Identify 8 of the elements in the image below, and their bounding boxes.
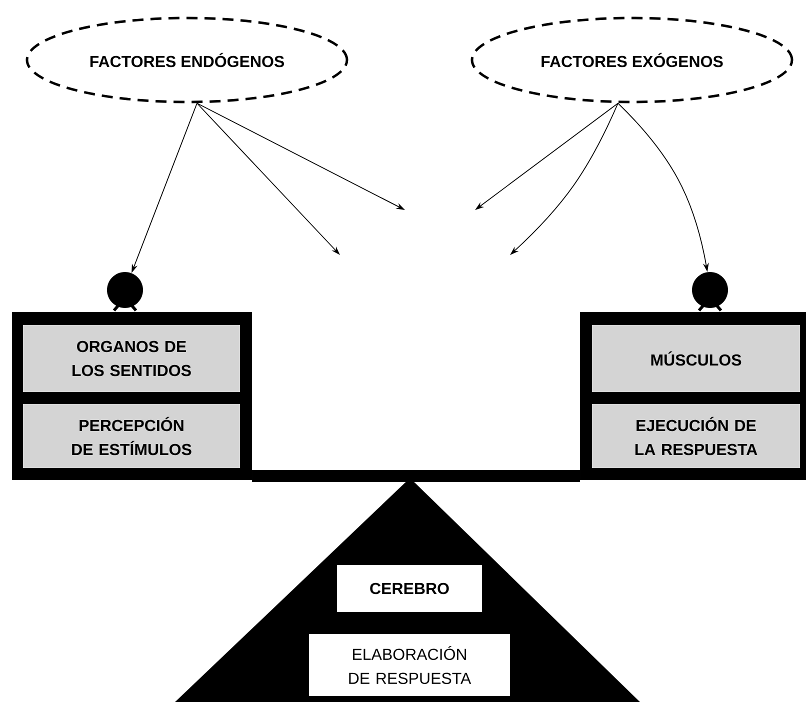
label-box: EJECUCIÓN DE LA RESPUESTA	[592, 404, 800, 468]
label-box: MÚSCULOS	[592, 325, 800, 392]
ball	[692, 272, 728, 308]
label-box: CEREBRO	[337, 565, 482, 612]
label-box: ELABORACIÓN DE RESPUESTA	[309, 634, 510, 696]
label-box: PERCEPCIÓN DE ESTÍMULOS	[23, 404, 240, 468]
ball	[107, 272, 143, 308]
label-box: ORGANOS DE LOS SENTIDOS	[23, 325, 240, 392]
